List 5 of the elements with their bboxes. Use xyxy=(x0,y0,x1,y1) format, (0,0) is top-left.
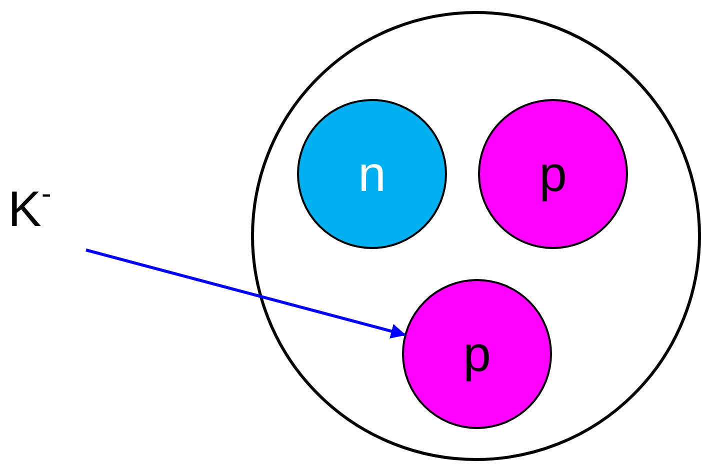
particle-symbol: n xyxy=(358,149,386,199)
particle-symbol: K$^{-}$ xyxy=(8,181,52,237)
particle-symbol: p xyxy=(539,149,567,199)
arrow xyxy=(86,248,406,338)
particle-symbol: p xyxy=(463,329,491,379)
